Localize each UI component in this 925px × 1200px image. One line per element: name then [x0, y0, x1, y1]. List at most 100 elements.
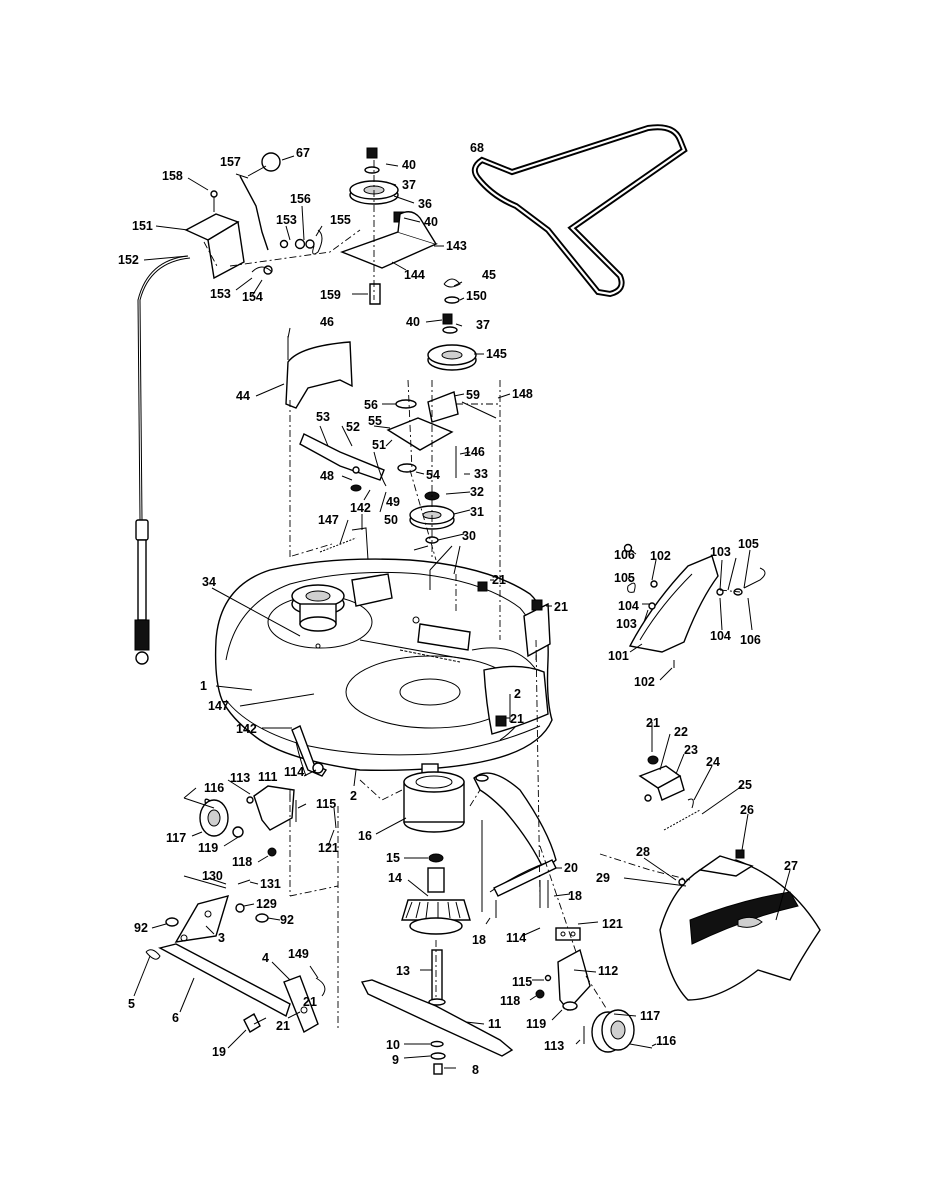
- callout-112: 112: [598, 964, 618, 978]
- callout-27: 27: [784, 859, 798, 873]
- callout-145: 145: [486, 347, 507, 361]
- callout-18: 18: [472, 933, 486, 947]
- callout-119: 119: [198, 841, 218, 855]
- callout-45: 45: [482, 268, 496, 282]
- callout-104: 104: [618, 599, 639, 613]
- callout-37: 37: [476, 318, 490, 332]
- deck-side-bracket: [429, 570, 551, 727]
- callout-6: 6: [172, 1011, 179, 1025]
- callout-143: 143: [446, 239, 467, 253]
- callout-149: 149: [288, 947, 309, 961]
- callout-28: 28: [636, 845, 650, 859]
- callout-118: 118: [232, 855, 252, 869]
- callout-2: 2: [514, 687, 521, 701]
- callout-13: 13: [396, 964, 410, 978]
- callout-53: 53: [316, 410, 330, 424]
- callout-92: 92: [280, 913, 294, 927]
- callout-46: 46: [320, 315, 334, 329]
- callout-20: 20: [564, 861, 578, 875]
- callout-24: 24: [706, 755, 720, 769]
- callout-106: 106: [614, 548, 635, 562]
- callout-18: 18: [568, 889, 582, 903]
- callout-52: 52: [346, 420, 360, 434]
- callout-67: 67: [296, 146, 310, 160]
- callout-102: 102: [650, 549, 671, 563]
- callout-25: 25: [738, 778, 752, 792]
- belt-guard-and-arms: [285, 336, 387, 573]
- callout-14: 14: [388, 871, 402, 885]
- callout-4: 4: [262, 951, 269, 965]
- callout-148: 148: [512, 387, 533, 401]
- drive-belt: [471, 124, 688, 298]
- callout-19: 19: [212, 1045, 226, 1059]
- callout-56: 56: [364, 398, 378, 412]
- callout-119: 119: [526, 1017, 546, 1031]
- callout-104: 104: [710, 629, 731, 643]
- callout-102: 102: [634, 675, 655, 689]
- callout-152: 152: [118, 253, 139, 267]
- callout-118: 118: [500, 994, 520, 1008]
- callout-68: 68: [470, 141, 484, 155]
- callout-16: 16: [358, 829, 372, 843]
- rear-deflector-shield: [623, 855, 821, 1001]
- callout-32: 32: [470, 485, 484, 499]
- callout-23: 23: [684, 743, 698, 757]
- callout-40: 40: [402, 158, 416, 172]
- callout-147: 147: [318, 513, 339, 527]
- callout-114: 114: [506, 931, 526, 945]
- callout-130: 130: [202, 869, 223, 883]
- callout-21: 21: [646, 716, 660, 730]
- callout-11: 11: [488, 1017, 501, 1031]
- callout-115: 115: [316, 797, 336, 811]
- callout-116: 116: [204, 781, 224, 795]
- callout-22: 22: [674, 725, 688, 739]
- callout-26: 26: [740, 803, 754, 817]
- callout-1: 1: [200, 679, 207, 693]
- callout-147: 147: [208, 699, 229, 713]
- callout-121: 121: [602, 917, 623, 931]
- callout-59: 59: [466, 388, 480, 402]
- engagement-lever-assembly: [134, 152, 323, 665]
- idler-arm-stack: [386, 278, 497, 544]
- callout-33: 33: [474, 467, 488, 481]
- callout-157: 157: [220, 155, 241, 169]
- callout-9: 9: [392, 1053, 399, 1067]
- callout-129: 129: [256, 897, 277, 911]
- callout-121: 121: [318, 841, 339, 855]
- callout-2: 2: [350, 789, 357, 803]
- callout-40: 40: [406, 315, 420, 329]
- callout-21: 21: [276, 1019, 290, 1033]
- callout-48: 48: [320, 469, 334, 483]
- baffle-and-spindle: [360, 771, 514, 1075]
- callout-15: 15: [386, 851, 400, 865]
- callout-117: 117: [166, 831, 186, 845]
- callout-21: 21: [554, 600, 568, 614]
- callout-50: 50: [384, 513, 398, 527]
- callout-36: 36: [418, 197, 432, 211]
- callout-142: 142: [350, 501, 371, 515]
- callout-54: 54: [426, 468, 440, 482]
- callout-30: 30: [462, 529, 476, 543]
- callout-117: 117: [640, 1009, 660, 1023]
- mower-deck: [214, 558, 553, 775]
- callout-159: 159: [320, 288, 341, 302]
- callout-144: 144: [404, 268, 425, 282]
- left-gauge-wheel-assembly: [183, 785, 337, 857]
- callout-131: 131: [260, 877, 281, 891]
- callout-142: 142: [236, 722, 257, 736]
- callout-103: 103: [616, 617, 637, 631]
- callout-3: 3: [218, 931, 225, 945]
- callout-114: 114: [284, 765, 304, 779]
- callout-55: 55: [368, 414, 382, 428]
- callout-21: 21: [492, 573, 506, 587]
- callout-105: 105: [738, 537, 759, 551]
- front-stabilizer-link: [473, 772, 557, 918]
- callout-158: 158: [162, 169, 183, 183]
- callout-105: 105: [614, 571, 635, 585]
- callout-113: 113: [230, 771, 250, 785]
- callout-111: 111: [258, 770, 278, 784]
- callout-113: 113: [544, 1039, 564, 1053]
- callout-49: 49: [386, 495, 400, 509]
- callout-116: 116: [656, 1034, 676, 1048]
